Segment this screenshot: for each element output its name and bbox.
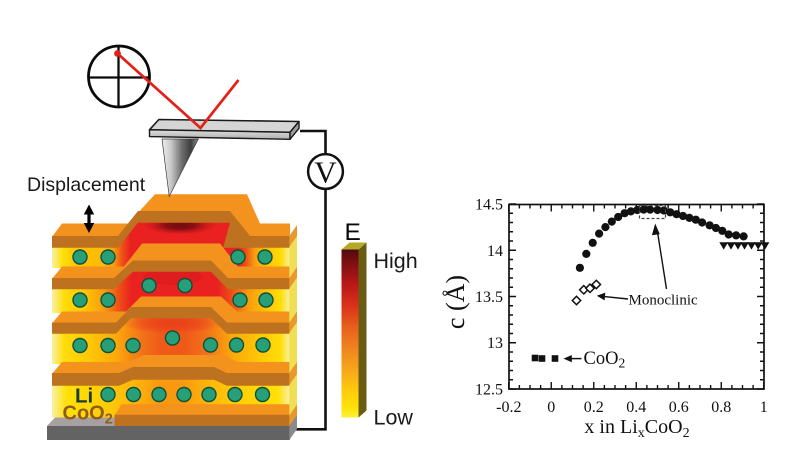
svg-text:0: 0 <box>547 399 555 416</box>
svg-text:Displacement: Displacement <box>27 174 146 196</box>
svg-text:14: 14 <box>487 243 503 260</box>
svg-text:1: 1 <box>760 399 768 416</box>
svg-text:0.6: 0.6 <box>669 399 689 416</box>
svg-text:12.5: 12.5 <box>475 382 503 399</box>
svg-text:0.2: 0.2 <box>584 399 604 416</box>
svg-text:x in LixCoO2: x in LixCoO2 <box>584 416 689 441</box>
svg-text:V: V <box>314 155 337 190</box>
svg-text:CoO2: CoO2 <box>63 403 113 428</box>
svg-text:-0.2: -0.2 <box>496 399 521 416</box>
svg-text:Li: Li <box>75 385 93 408</box>
svg-text:13.5: 13.5 <box>475 289 503 306</box>
svg-text:E: E <box>345 219 361 246</box>
svg-text:High: High <box>374 249 418 273</box>
svg-text:14.5: 14.5 <box>475 197 503 214</box>
svg-text:Low: Low <box>374 406 414 430</box>
svg-text:CoO2: CoO2 <box>584 349 626 371</box>
svg-text:c (Å): c (Å) <box>441 275 470 329</box>
svg-text:0.4: 0.4 <box>626 399 646 416</box>
svg-text:Monoclinic: Monoclinic <box>629 293 698 309</box>
svg-text:0.8: 0.8 <box>711 399 731 416</box>
svg-text:13: 13 <box>487 335 503 352</box>
